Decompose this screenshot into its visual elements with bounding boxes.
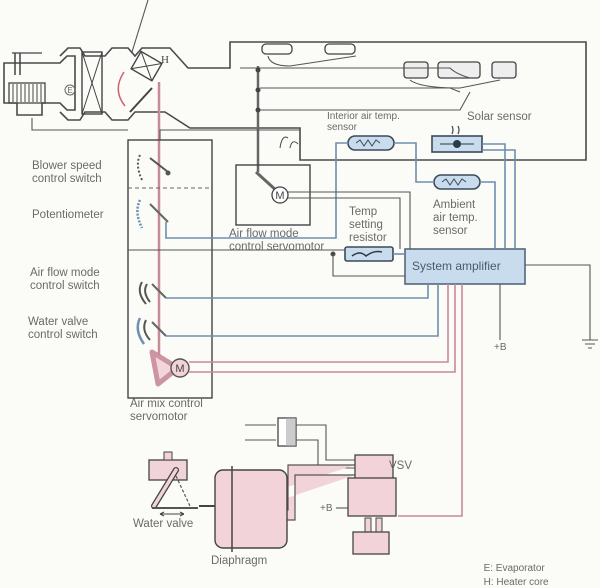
label-water-valve-switch: Water valve control switch — [28, 316, 98, 341]
water-valve-body — [148, 459, 188, 481]
leader-line — [131, 0, 149, 53]
evaporator: E — [64, 51, 103, 115]
svg-text:E: E — [67, 86, 72, 95]
legend-evaporator: E: Evaporator — [478, 552, 545, 574]
air-mix-door — [129, 87, 153, 113]
vacuum-system — [148, 417, 397, 555]
label-air-flow-servomotor: Air flow mode control servomotor — [229, 228, 325, 253]
label-vsv: VSV — [389, 460, 413, 472]
label-water-valve: Water valve — [133, 518, 194, 530]
motor-icon — [271, 186, 289, 204]
air-duct — [59, 41, 587, 161]
control-wires — [31, 118, 598, 349]
motor-icon — [170, 358, 190, 378]
air-mix-servomotor: M — [149, 349, 190, 387]
label-air-flow-switch: Air flow mode control switch — [30, 267, 100, 292]
legend-text: : Heater core — [490, 577, 549, 588]
air-flow-switch-icon — [138, 281, 167, 305]
interior-air-temp-sensor — [347, 135, 395, 151]
label-ambient-sensor: Ambient air temp. sensor — [433, 199, 478, 237]
label-system-amplifier: System amplifier — [412, 259, 501, 273]
legend-symbol: H — [483, 577, 491, 588]
control-panel — [127, 139, 213, 399]
water-valve-switch-icon — [136, 317, 167, 345]
system-amplifier — [404, 248, 526, 285]
label-interior-sensor: Interior air temp. sensor — [327, 111, 400, 133]
heater-symbol: H — [161, 54, 169, 66]
evaporator-symbol — [64, 84, 76, 96]
label-blower-speed: Blower speed control switch — [32, 160, 102, 185]
signal-wires — [165, 142, 516, 337]
svg-text:M: M — [275, 190, 284, 202]
label-potentiometer: Potentiometer — [32, 209, 104, 221]
legend-heater-core: H: Heater core — [478, 566, 549, 588]
heater-core — [130, 50, 163, 82]
label-plus-b-vsv: +B — [320, 503, 333, 514]
vacuum-lines — [189, 284, 463, 517]
svg-text:M: M — [175, 363, 184, 375]
door-swing-arrow — [117, 71, 126, 107]
label-diaphragm: Diaphragm — [211, 555, 268, 567]
blower-switch-icon — [136, 154, 171, 181]
label-plus-b-amp: +B — [494, 342, 507, 353]
potentiometer-icon — [136, 199, 169, 229]
blower-unit — [3, 52, 76, 116]
vents — [240, 43, 517, 111]
mode-doors — [255, 67, 261, 113]
ambient-air-temp-sensor — [433, 174, 481, 190]
diaphragm — [214, 469, 288, 549]
legend-symbol: E — [483, 563, 491, 574]
legend-text: : Evaporator — [490, 563, 545, 574]
label-solar-sensor: Solar sensor — [467, 111, 532, 123]
air-flow-servomotor — [235, 164, 311, 226]
label-air-mix-servomotor: Air mix control servomotor — [130, 398, 203, 423]
label-temp-resistor: Temp setting resistor — [349, 206, 387, 244]
